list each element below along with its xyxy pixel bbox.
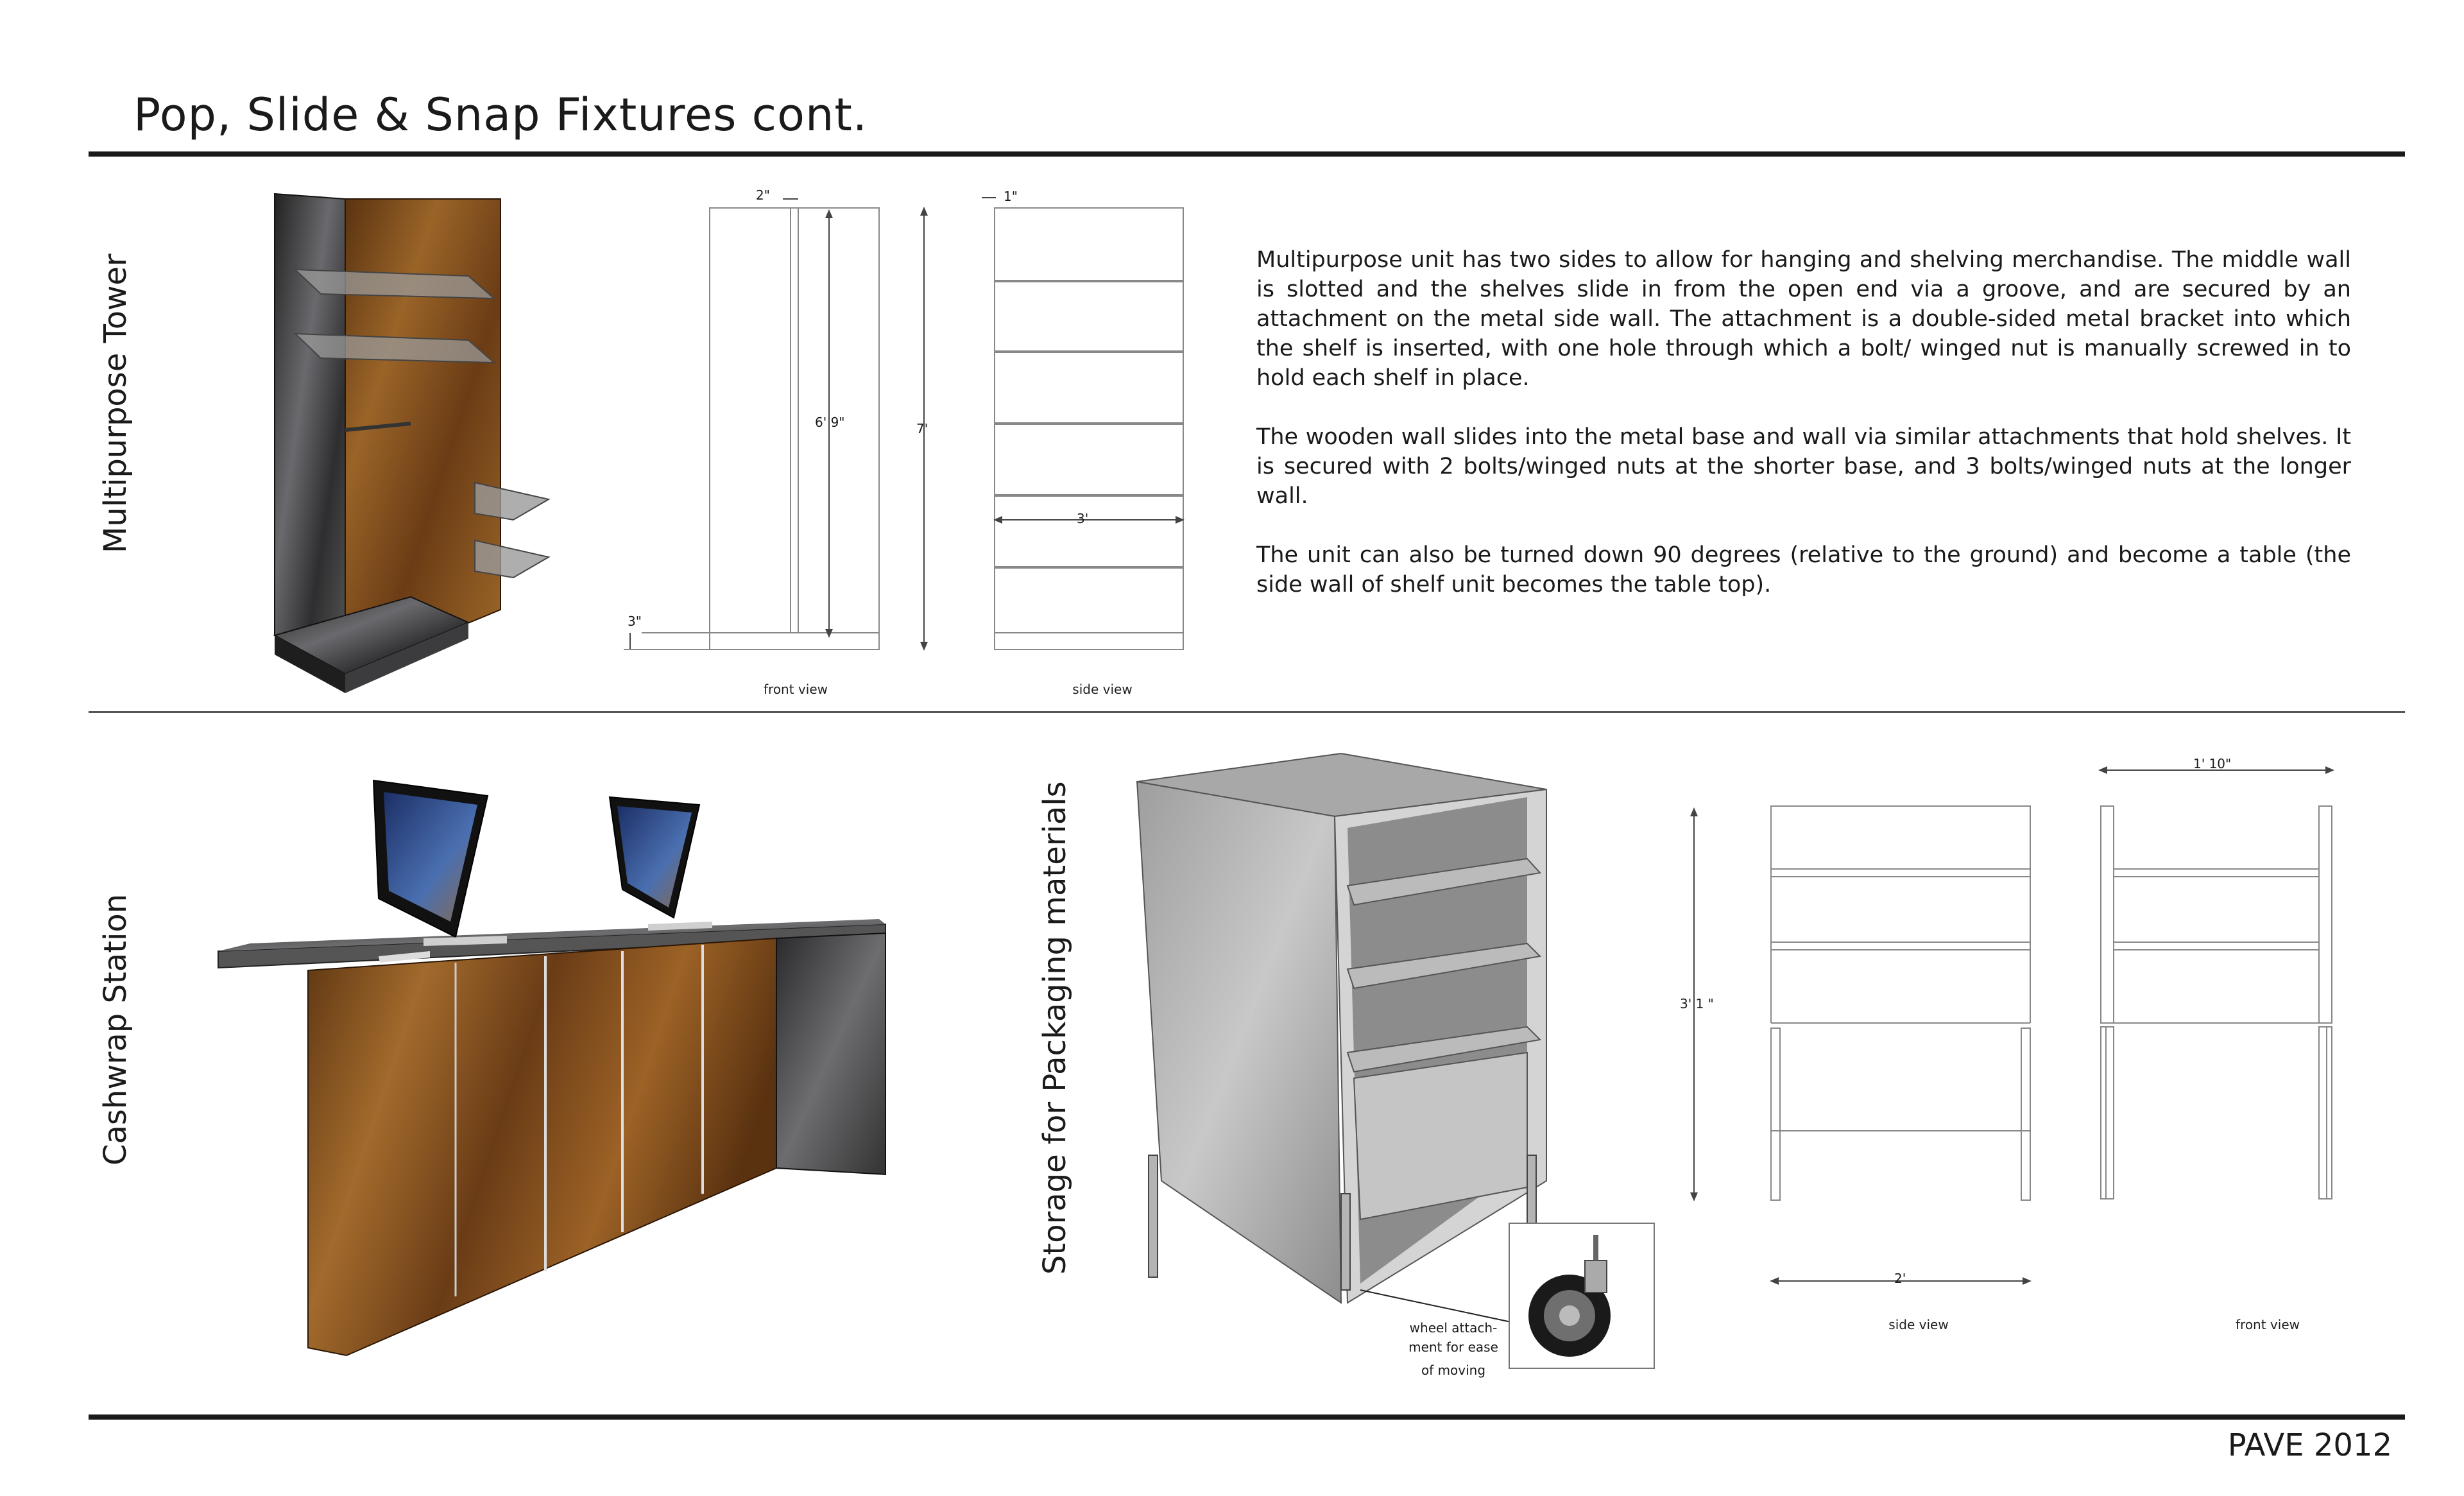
page-title: Pop, Slide & Snap Fixtures cont. — [133, 89, 868, 141]
dim-inner-height: 6' 9" — [815, 415, 845, 430]
footer-text: PAVE 2012 — [2227, 1427, 2392, 1463]
storage-front-caption: front view — [2236, 1317, 2300, 1332]
tower-front-caption: front view — [764, 682, 828, 697]
cashwrap-label: Cashwrap Station — [98, 893, 133, 1165]
header-rule — [89, 151, 2405, 157]
storage-side-caption: side view — [1888, 1317, 1949, 1332]
dim-base: 3" — [628, 614, 642, 629]
wheel-caption-line3: of moving — [1421, 1363, 1486, 1378]
tower-side-caption: side view — [1072, 682, 1133, 697]
dim-storage-front-width: 1' 10" — [2193, 756, 2232, 771]
description-paragraph-2: The wooden wall slides into the metal ba… — [1256, 424, 2351, 509]
storage-side-view — [1690, 805, 2032, 1285]
wheel-caption-line1: wheel attach- — [1409, 1320, 1498, 1336]
dim-storage-height: 3' 1 " — [1680, 996, 1714, 1011]
wheel-caption: wheel attach- ment for ease of moving — [1386, 1318, 1521, 1380]
dim-total-height: 7' — [916, 421, 928, 436]
dim-storage-width: 2' — [1894, 1271, 1906, 1286]
storage-render — [1136, 752, 1547, 1323]
tower-front-view — [624, 198, 928, 651]
dim-side-thickness: 1" — [1004, 189, 1018, 204]
section-divider — [89, 711, 2405, 713]
storage-label: Storage for Packaging materials — [1037, 781, 1073, 1275]
description-paragraph-3: The unit can also be turned down 90 degr… — [1256, 542, 2351, 598]
wheel-inset — [1509, 1223, 1655, 1369]
tower-label: Multipurpose Tower — [98, 254, 133, 553]
storage-front-view — [2098, 766, 2334, 1199]
tower-render — [273, 193, 551, 693]
dim-side-width: 3' — [1077, 511, 1089, 526]
tower-side-view — [982, 197, 1185, 650]
cashwrap-render — [218, 779, 886, 1357]
wheel-caption-line2: ment for ease — [1408, 1339, 1498, 1355]
description-paragraph-1: Multipurpose unit has two sides to allow… — [1256, 247, 2351, 391]
footer-rule — [89, 1414, 2405, 1420]
dim-wall-thickness: 2" — [756, 187, 770, 203]
